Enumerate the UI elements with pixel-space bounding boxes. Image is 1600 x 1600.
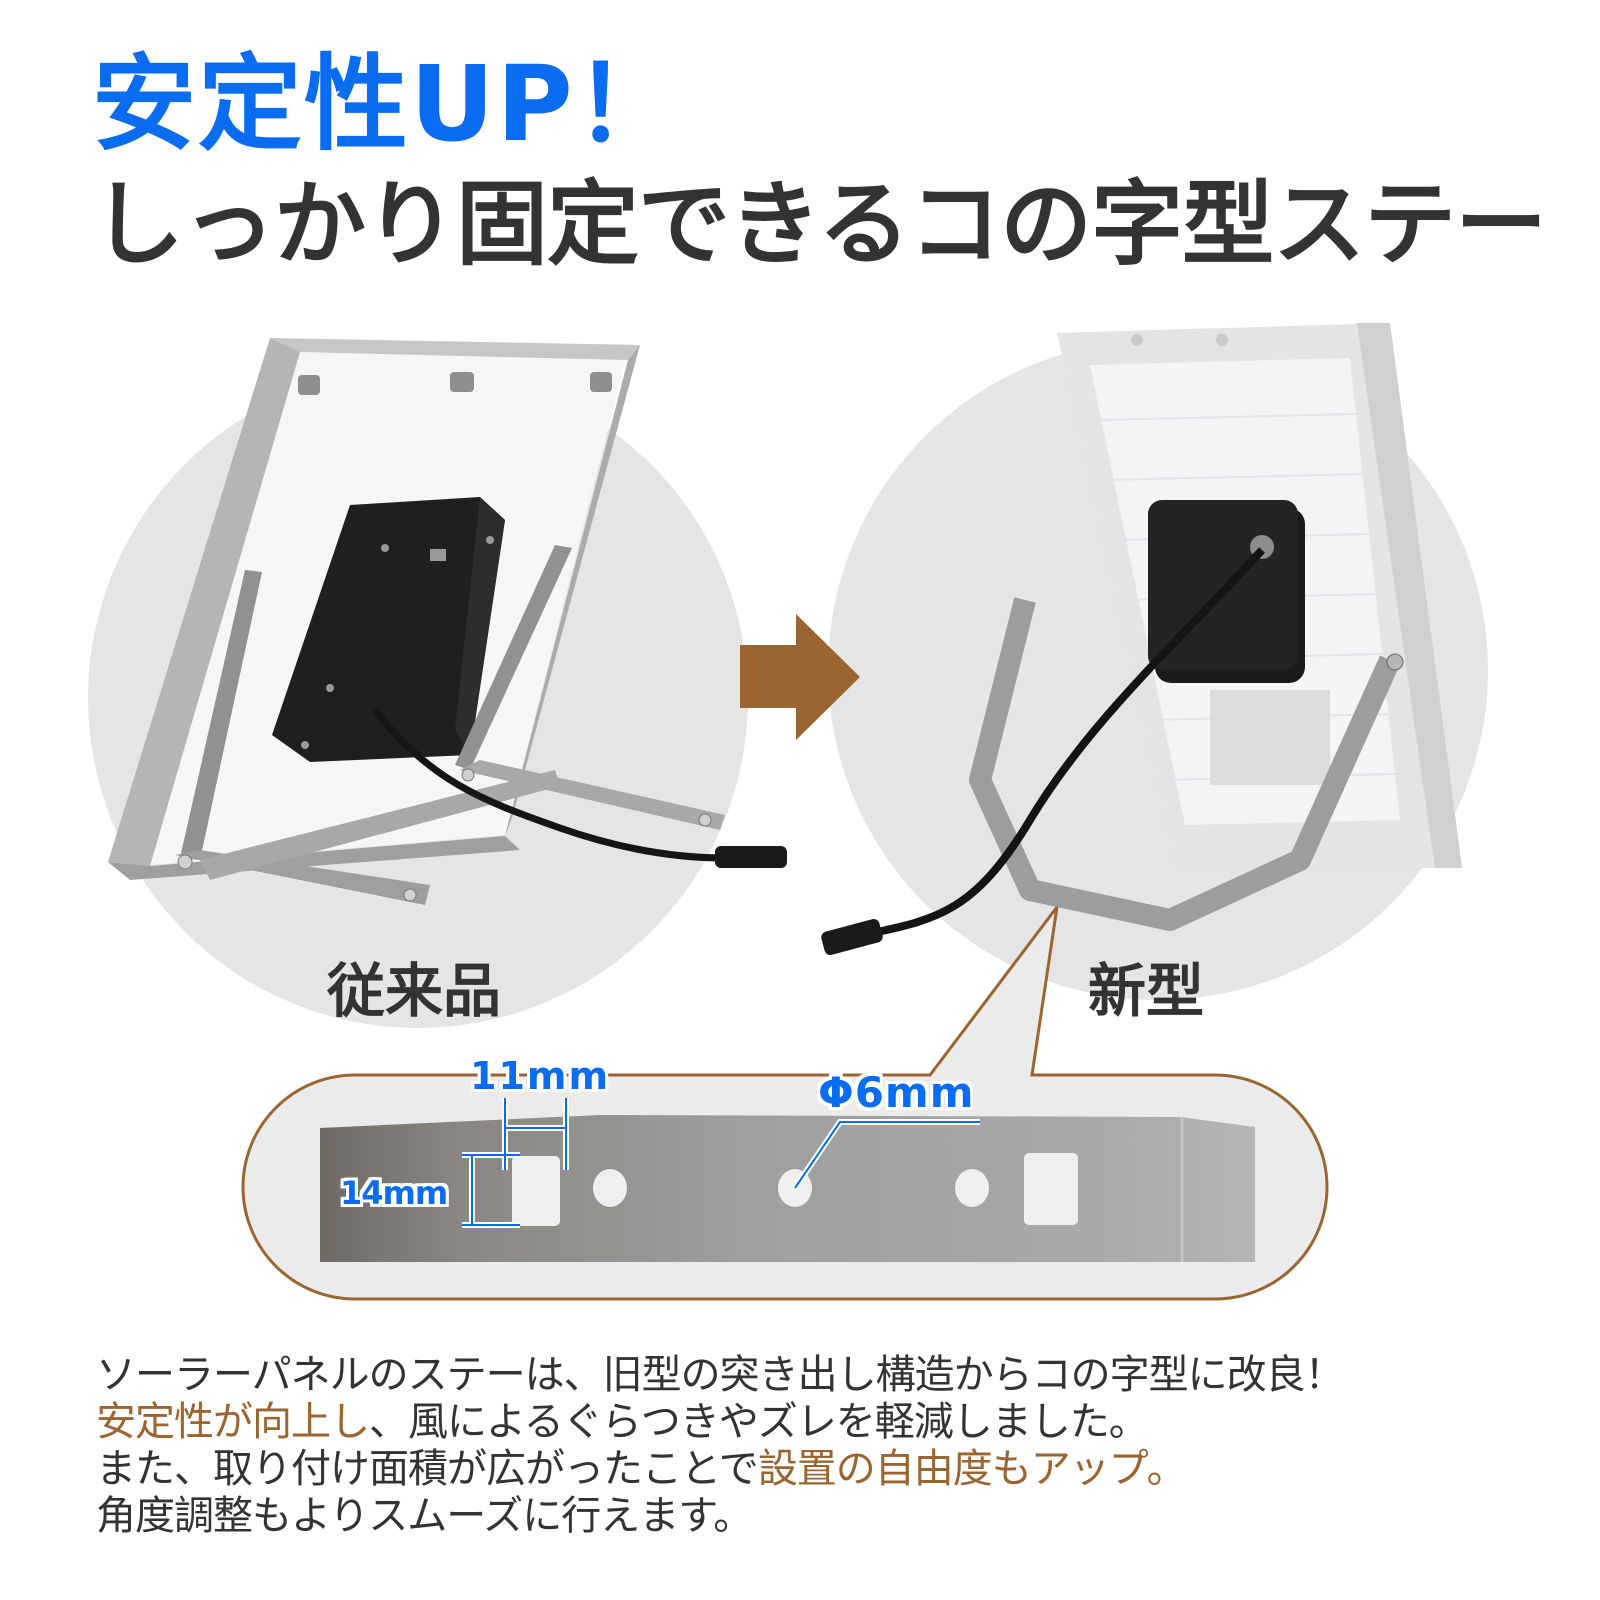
description: ソーラーパネルのステーは、旧型の突き出し構造からコの字型に改良！ 安定性が向上し… [96, 1352, 1345, 1540]
after-label: 新型 [1088, 957, 1205, 1025]
subheadline: しっかり固定できるコの字型ステー [92, 171, 1547, 278]
slot-height-dimension: 14mm [340, 1174, 448, 1212]
description-line-3-start: また、取り付け面積が広がったことで [96, 1446, 759, 1492]
slot-width-dimension: 11mm [470, 1054, 611, 1098]
hole-diameter-dimension: Φ6mm [818, 1068, 975, 1117]
description-line-2-rest: 、風によるぐらつきやズレを軽減しました。 [369, 1399, 1149, 1445]
highlight-flexibility: 設置の自由度もアップ。 [757, 1446, 1187, 1492]
description-line-4: 角度調整もよりスムーズに行えます。 [96, 1493, 753, 1539]
description-line-1: ソーラーパネルのステーは、旧型の突き出し構造からコの字型に改良！ [96, 1352, 1345, 1398]
description-line-3: また、取り付け面積が広がったことで設置の自由度もアップ。 [96, 1446, 1344, 1493]
headline: 安定性UP！ [92, 43, 681, 165]
before-label: 従来品 [327, 957, 502, 1025]
highlight-stability: 安定性が向上し [96, 1399, 370, 1445]
description-line-2: 安定性が向上し、風によるぐらつきやズレを軽減しました。 [96, 1399, 1344, 1446]
